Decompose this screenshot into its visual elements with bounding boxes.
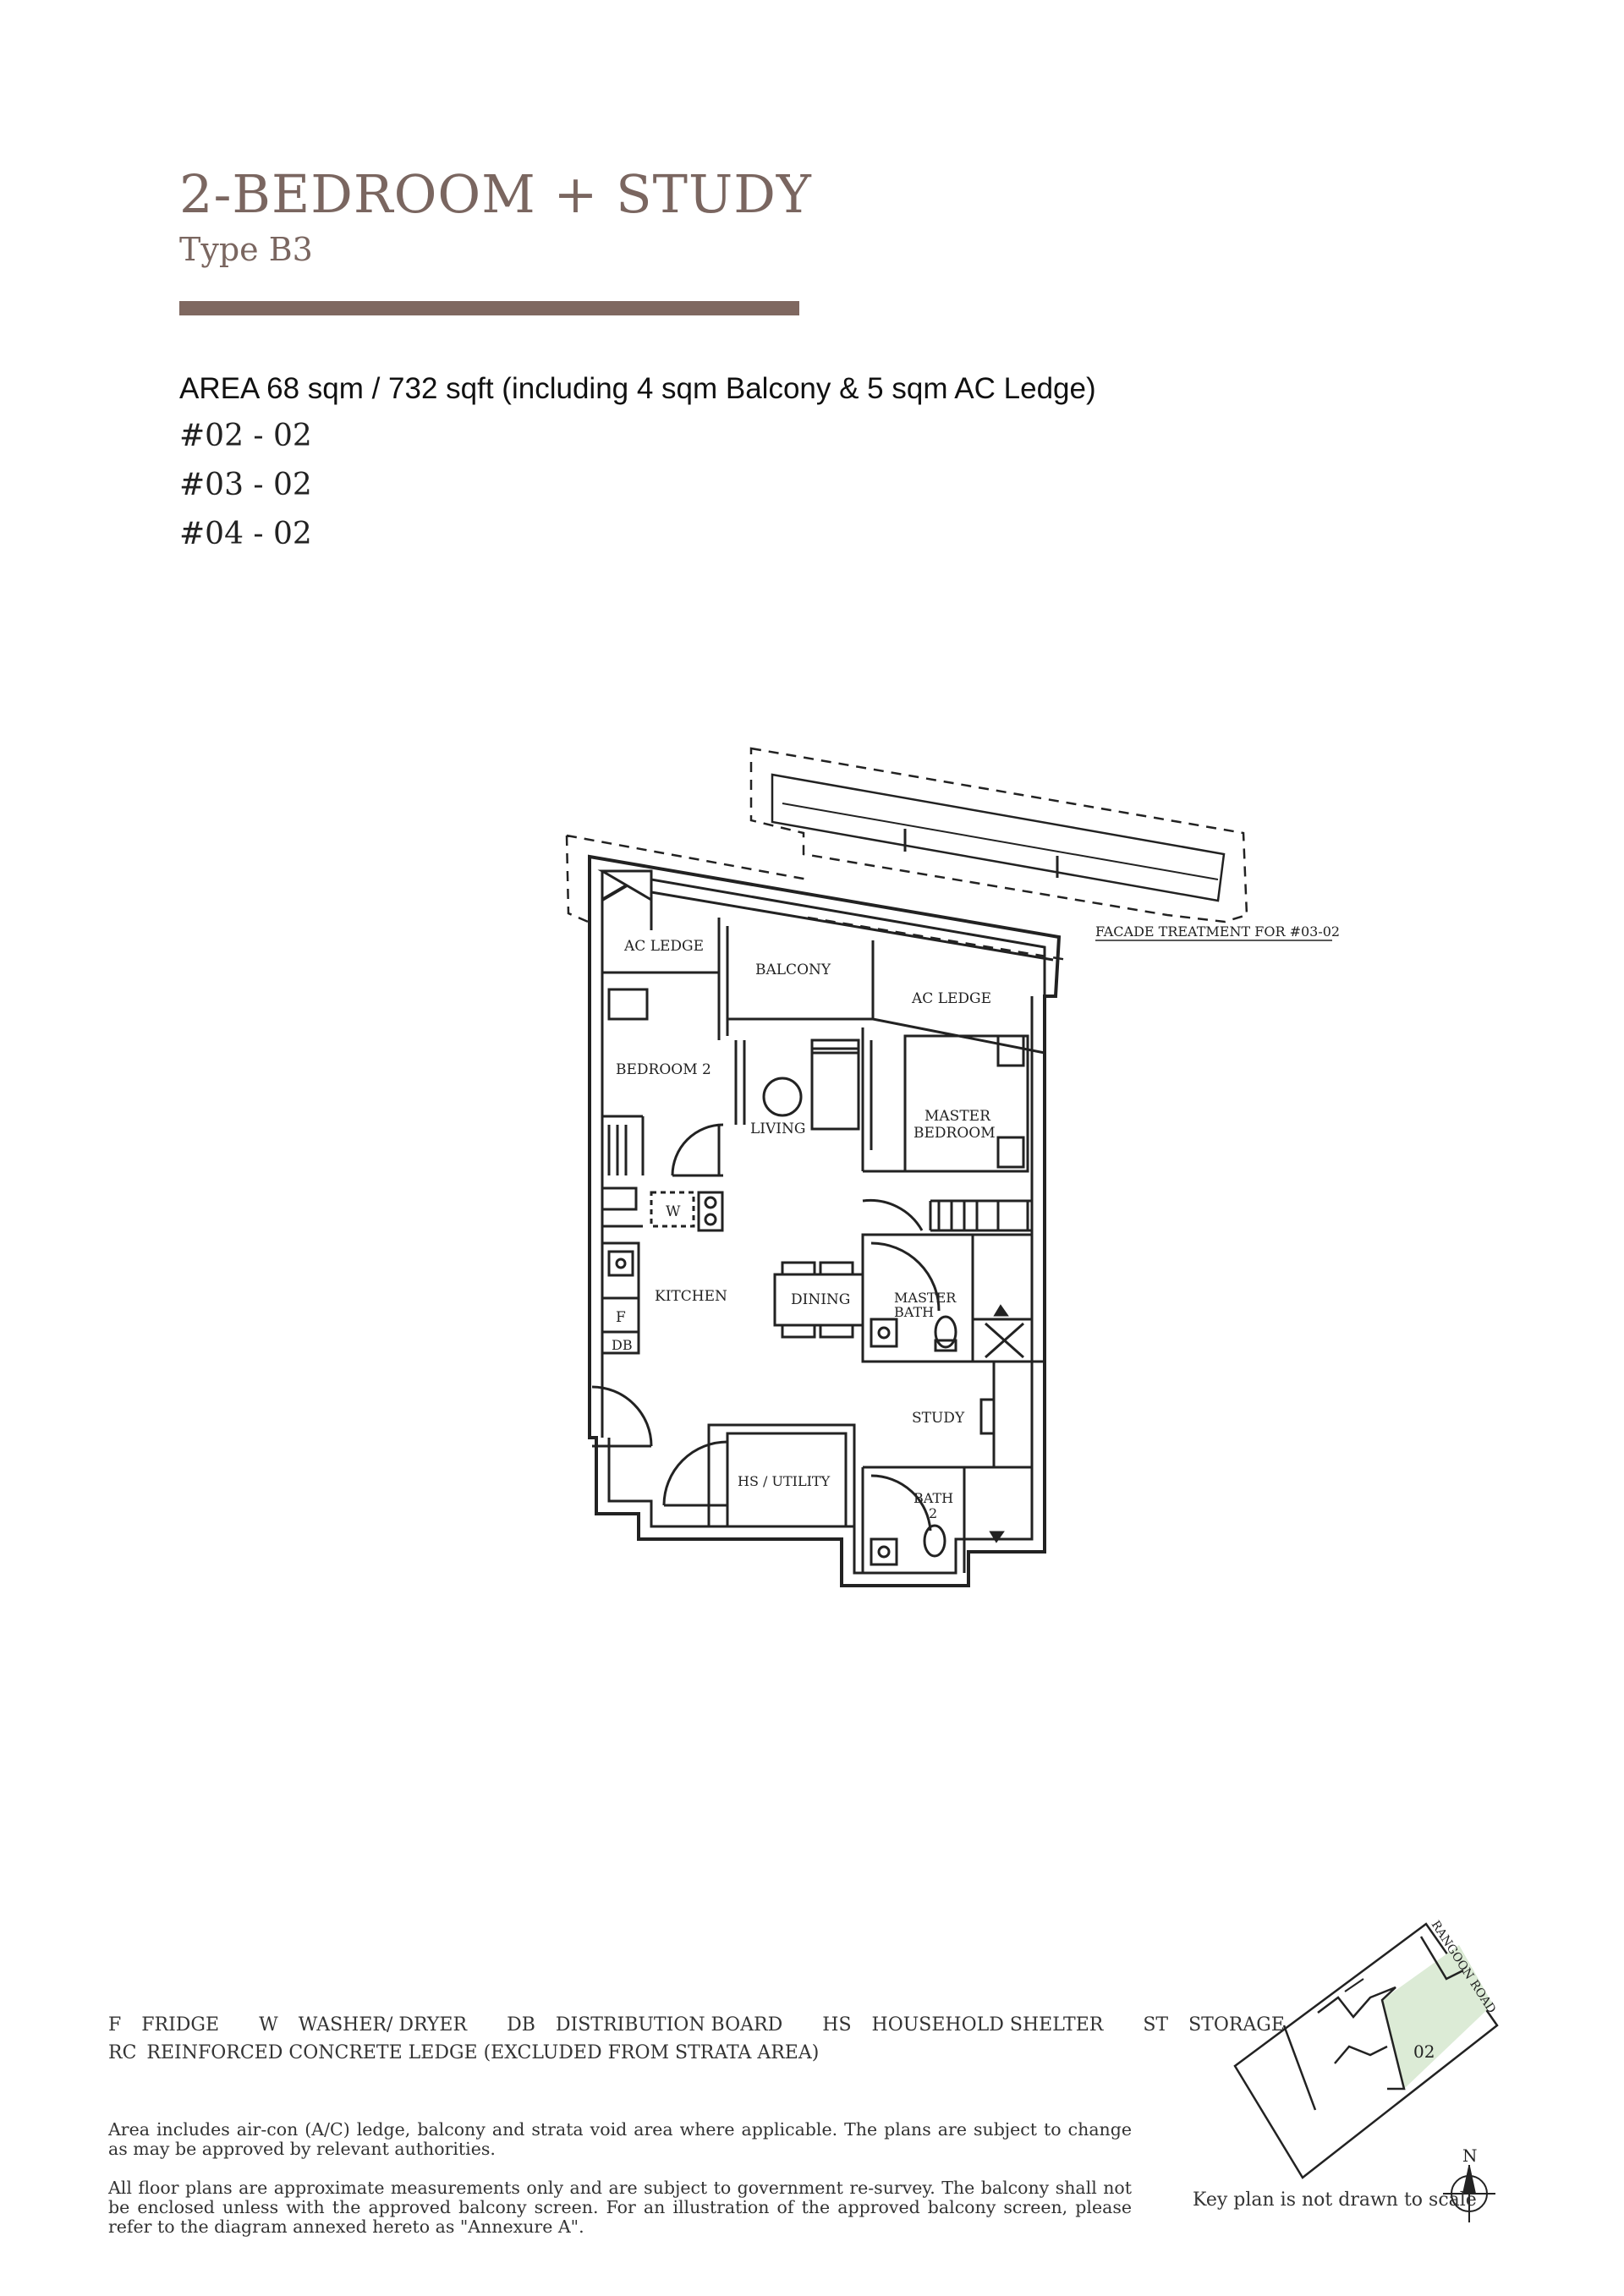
room-label-master-bath: BATH (894, 1304, 934, 1320)
facade-note: FACADE TREATMENT FOR #03-02 (1095, 923, 1340, 940)
room-label-ac-ledge-2: AC LEDGE (911, 990, 991, 1007)
unit-number: #02 - 02 (179, 419, 312, 453)
room-label-master-bedroom: BEDROOM (914, 1125, 996, 1142)
north-arrow-icon (1443, 2165, 1495, 2222)
room-label-dining: DINING (791, 1291, 850, 1308)
room-label-bath-2: 2 (929, 1505, 937, 1521)
key-plan-unit-label: 02 (1413, 2041, 1435, 2062)
facade-screen (771, 773, 1226, 902)
key-plan (1233, 1922, 1499, 2179)
unit-number: #03 - 02 (179, 468, 312, 502)
unit-number: #04 - 02 (179, 517, 312, 551)
fixture-label-db: DB (612, 1337, 633, 1353)
unit-highlight (1382, 1945, 1493, 2089)
room-label-master-bath: MASTER (894, 1290, 957, 1306)
room-label-study: STUDY (912, 1410, 965, 1427)
area-text: AREA 68 sqm / 732 sqft (including 4 sqm … (179, 372, 1096, 405)
fixture-label-washer: W (666, 1203, 681, 1220)
room-label-hs-utility: HS / UTILITY (738, 1473, 831, 1489)
room-label-bath-2: BATH (914, 1490, 953, 1506)
room-label-ac-ledge: AC LEDGE (623, 938, 704, 955)
room-label-master-bedroom: MASTER (924, 1108, 991, 1125)
title-divider (179, 301, 799, 315)
key-plan-caption: Key plan is not drawn to scale (1193, 2189, 1477, 2211)
north-label: N (1462, 2145, 1478, 2166)
room-label-bedroom-2: BEDROOM 2 (616, 1061, 711, 1078)
fixture-label-fridge: F (616, 1309, 626, 1326)
outer-wall (588, 854, 1062, 1587)
room-label-balcony: BALCONY (755, 962, 831, 978)
room-label-living: LIVING (750, 1121, 805, 1137)
disclaimer-note: Area includes air-con (A/C) ledge, balco… (108, 2119, 1132, 2159)
disclaimer-note: All floor plans are approximate measurem… (108, 2178, 1132, 2237)
page-title: 2-BEDROOM + STUDY (179, 163, 812, 225)
facade-outline (749, 747, 1248, 923)
room-label-kitchen: KITCHEN (655, 1288, 727, 1305)
unit-type: Type B3 (179, 231, 313, 268)
